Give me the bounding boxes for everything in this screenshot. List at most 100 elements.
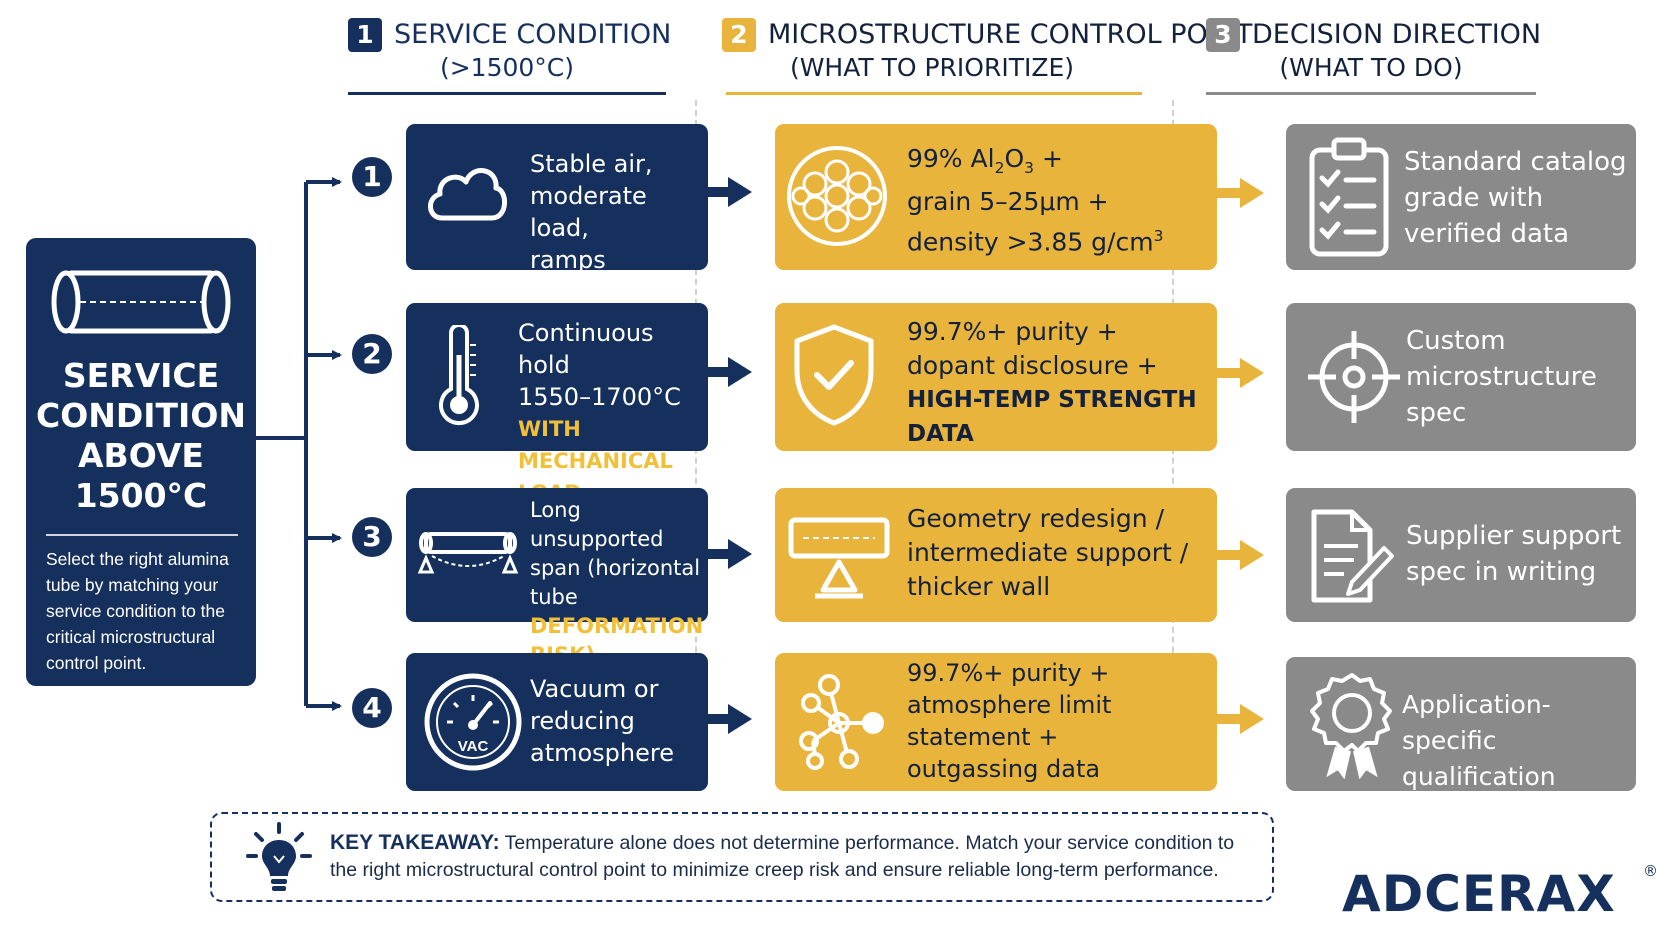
row-number-4: 4 xyxy=(352,688,392,728)
text-line: intermediate support / xyxy=(907,538,1189,567)
text-line: statement + xyxy=(907,723,1059,751)
control-card-3: Geometry redesign / intermediate support… xyxy=(775,488,1217,622)
header-subtitle: (>1500°C) xyxy=(439,53,575,82)
control-card-4: 99.7%+ purity + atmosphere limit stateme… xyxy=(775,653,1217,791)
text-line: 99.7%+ purity + xyxy=(907,659,1110,687)
cloud-icon xyxy=(428,168,507,221)
support-icon xyxy=(788,517,890,599)
lightbulb-icon xyxy=(246,822,312,891)
text-line: density >3.85 g/cm3 xyxy=(907,219,1163,259)
takeaway-text: KEY TAKEAWAY: Temperature alone does not… xyxy=(330,829,1260,884)
text-line: Application-specific xyxy=(1402,690,1551,755)
condition-text: Continuous hold 1550–1700°C WITH MECHANI… xyxy=(518,317,708,509)
text-line: 99% Al2O3 + xyxy=(907,142,1163,185)
highlight-fragment: DEFORMATION xyxy=(530,614,704,638)
header-number: 3 xyxy=(1206,18,1240,52)
decision-text: Custom microstructure spec xyxy=(1406,323,1597,431)
decision-card-4: Application-specific qualification xyxy=(1286,657,1636,791)
text-line: Standard catalog xyxy=(1404,147,1627,177)
text-line: grade with xyxy=(1404,183,1544,213)
grain-structure-icon xyxy=(787,146,887,246)
text-line: verified data xyxy=(1404,219,1570,249)
thermometer-icon xyxy=(439,325,479,426)
text-subscript: 3 xyxy=(1024,159,1034,177)
condition-text: Vacuum or reducing atmosphere xyxy=(530,673,674,769)
molecule-icon xyxy=(799,674,884,770)
header-title: MICROSTRUCTURE CONTROL POINT xyxy=(768,19,1253,50)
text-line: grain 5–25μm + xyxy=(907,187,1109,216)
text-line: Custom xyxy=(1406,326,1506,356)
text-line: 1550–1700°C xyxy=(518,383,681,411)
text-line: Long unsupported xyxy=(530,498,664,551)
text-line: atmosphere limit xyxy=(907,691,1112,719)
document-pen-icon xyxy=(1311,509,1394,603)
header-underline xyxy=(348,92,666,95)
text-line: dopant disclosure + xyxy=(907,351,1158,380)
text-subscript: 2 xyxy=(994,159,1005,177)
condition-text: Stable air, moderate load, ramps <5°C/mi… xyxy=(530,148,708,308)
text-line: qualification xyxy=(1402,762,1556,791)
header-service-condition: 1 SERVICE CONDITION (>1500°C) xyxy=(348,18,671,84)
text-line: moderate load, xyxy=(530,182,647,242)
condition-card-1: Stable air, moderate load, ramps <5°C/mi… xyxy=(406,124,708,306)
text-fragment: 99% Al xyxy=(907,144,995,173)
text-line: Supplier support xyxy=(1406,521,1622,551)
condition-card-2: Continuous hold 1550–1700°C WITH MECHANI… xyxy=(406,303,708,505)
control-text: 99.7%+ purity + dopant disclosure + HIGH… xyxy=(907,315,1197,451)
award-badge-icon xyxy=(1310,673,1392,779)
sagging-tube-icon xyxy=(417,532,519,574)
control-card-2: 99.7%+ purity + dopant disclosure + HIGH… xyxy=(775,303,1217,451)
control-text: 99.7%+ purity + atmosphere limit stateme… xyxy=(907,657,1111,785)
condition-text: Long unsupported span (horizontal tube D… xyxy=(530,496,708,670)
bold-line: DATA xyxy=(907,421,974,447)
checklist-icon xyxy=(1309,137,1389,257)
text-line: outgassing data xyxy=(907,755,1101,783)
title-line: SERVICE xyxy=(62,356,220,395)
service-condition-title: SERVICE CONDITION ABOVE 1500°C xyxy=(26,356,256,516)
registered-mark: ® xyxy=(1643,862,1658,880)
bold-line: HIGH-TEMP STRENGTH xyxy=(907,387,1197,413)
text-line: Stable air, xyxy=(530,150,653,178)
text-line: Geometry redesign / xyxy=(907,504,1165,533)
service-condition-card: SERVICE CONDITION ABOVE 1500°C Select th… xyxy=(26,238,256,686)
title-line: 1500°C xyxy=(74,476,208,515)
takeaway-body: Temperature alone does not determine per… xyxy=(330,832,1235,881)
header-number: 2 xyxy=(722,18,756,52)
header-subtitle: (WHAT TO PRIORITIZE) xyxy=(789,53,1075,82)
brand-logo: ADCERAX xyxy=(1342,865,1616,923)
divider xyxy=(46,534,238,536)
shield-check-icon xyxy=(794,324,874,426)
title-line: CONDITION xyxy=(35,396,247,435)
text-fragment: density >3.85 g/cm xyxy=(907,227,1154,257)
text-line: atmosphere xyxy=(530,739,674,767)
row-number-3: 3 xyxy=(352,517,392,557)
takeaway-label: KEY TAKEAWAY: xyxy=(330,831,500,854)
target-icon xyxy=(1308,331,1400,423)
gauge-label: VAC xyxy=(458,738,489,755)
control-card-1: 99% Al2O3 + grain 5–25μm + density >3.85… xyxy=(775,124,1217,270)
highlight-line: WITH MECHANICAL xyxy=(518,417,673,473)
vacuum-gauge-icon: VAC xyxy=(424,673,522,771)
condition-card-4: VAC Vacuum or reducing atmosphere xyxy=(406,653,708,791)
decision-text: Application-specific qualification xyxy=(1402,687,1636,795)
header-underline xyxy=(726,92,1142,95)
row-number-2: 2 xyxy=(352,334,392,374)
header-underline xyxy=(1206,92,1536,95)
decision-card-1: Standard catalog grade with verified dat… xyxy=(1286,124,1636,270)
decision-card-2: Custom microstructure spec xyxy=(1286,303,1636,451)
key-takeaway-box: KEY TAKEAWAY: Temperature alone does not… xyxy=(210,812,1274,902)
tube-icon xyxy=(51,270,231,334)
text-line: reducing xyxy=(530,707,635,735)
header-number: 1 xyxy=(348,18,382,52)
decision-card-3: Supplier support spec in writing xyxy=(1286,488,1636,622)
service-condition-description: Select the right alumina tube by matchin… xyxy=(46,549,229,673)
text-line: tube DEFORMATION xyxy=(530,583,708,641)
title-line: ABOVE xyxy=(78,436,204,475)
text-fragment: + xyxy=(1034,144,1063,173)
header-title: SERVICE CONDITION xyxy=(394,19,672,50)
control-text: Geometry redesign / intermediate support… xyxy=(907,502,1188,604)
text-line: Continuous hold xyxy=(518,319,654,379)
text-line: span (horizontal xyxy=(530,556,701,580)
